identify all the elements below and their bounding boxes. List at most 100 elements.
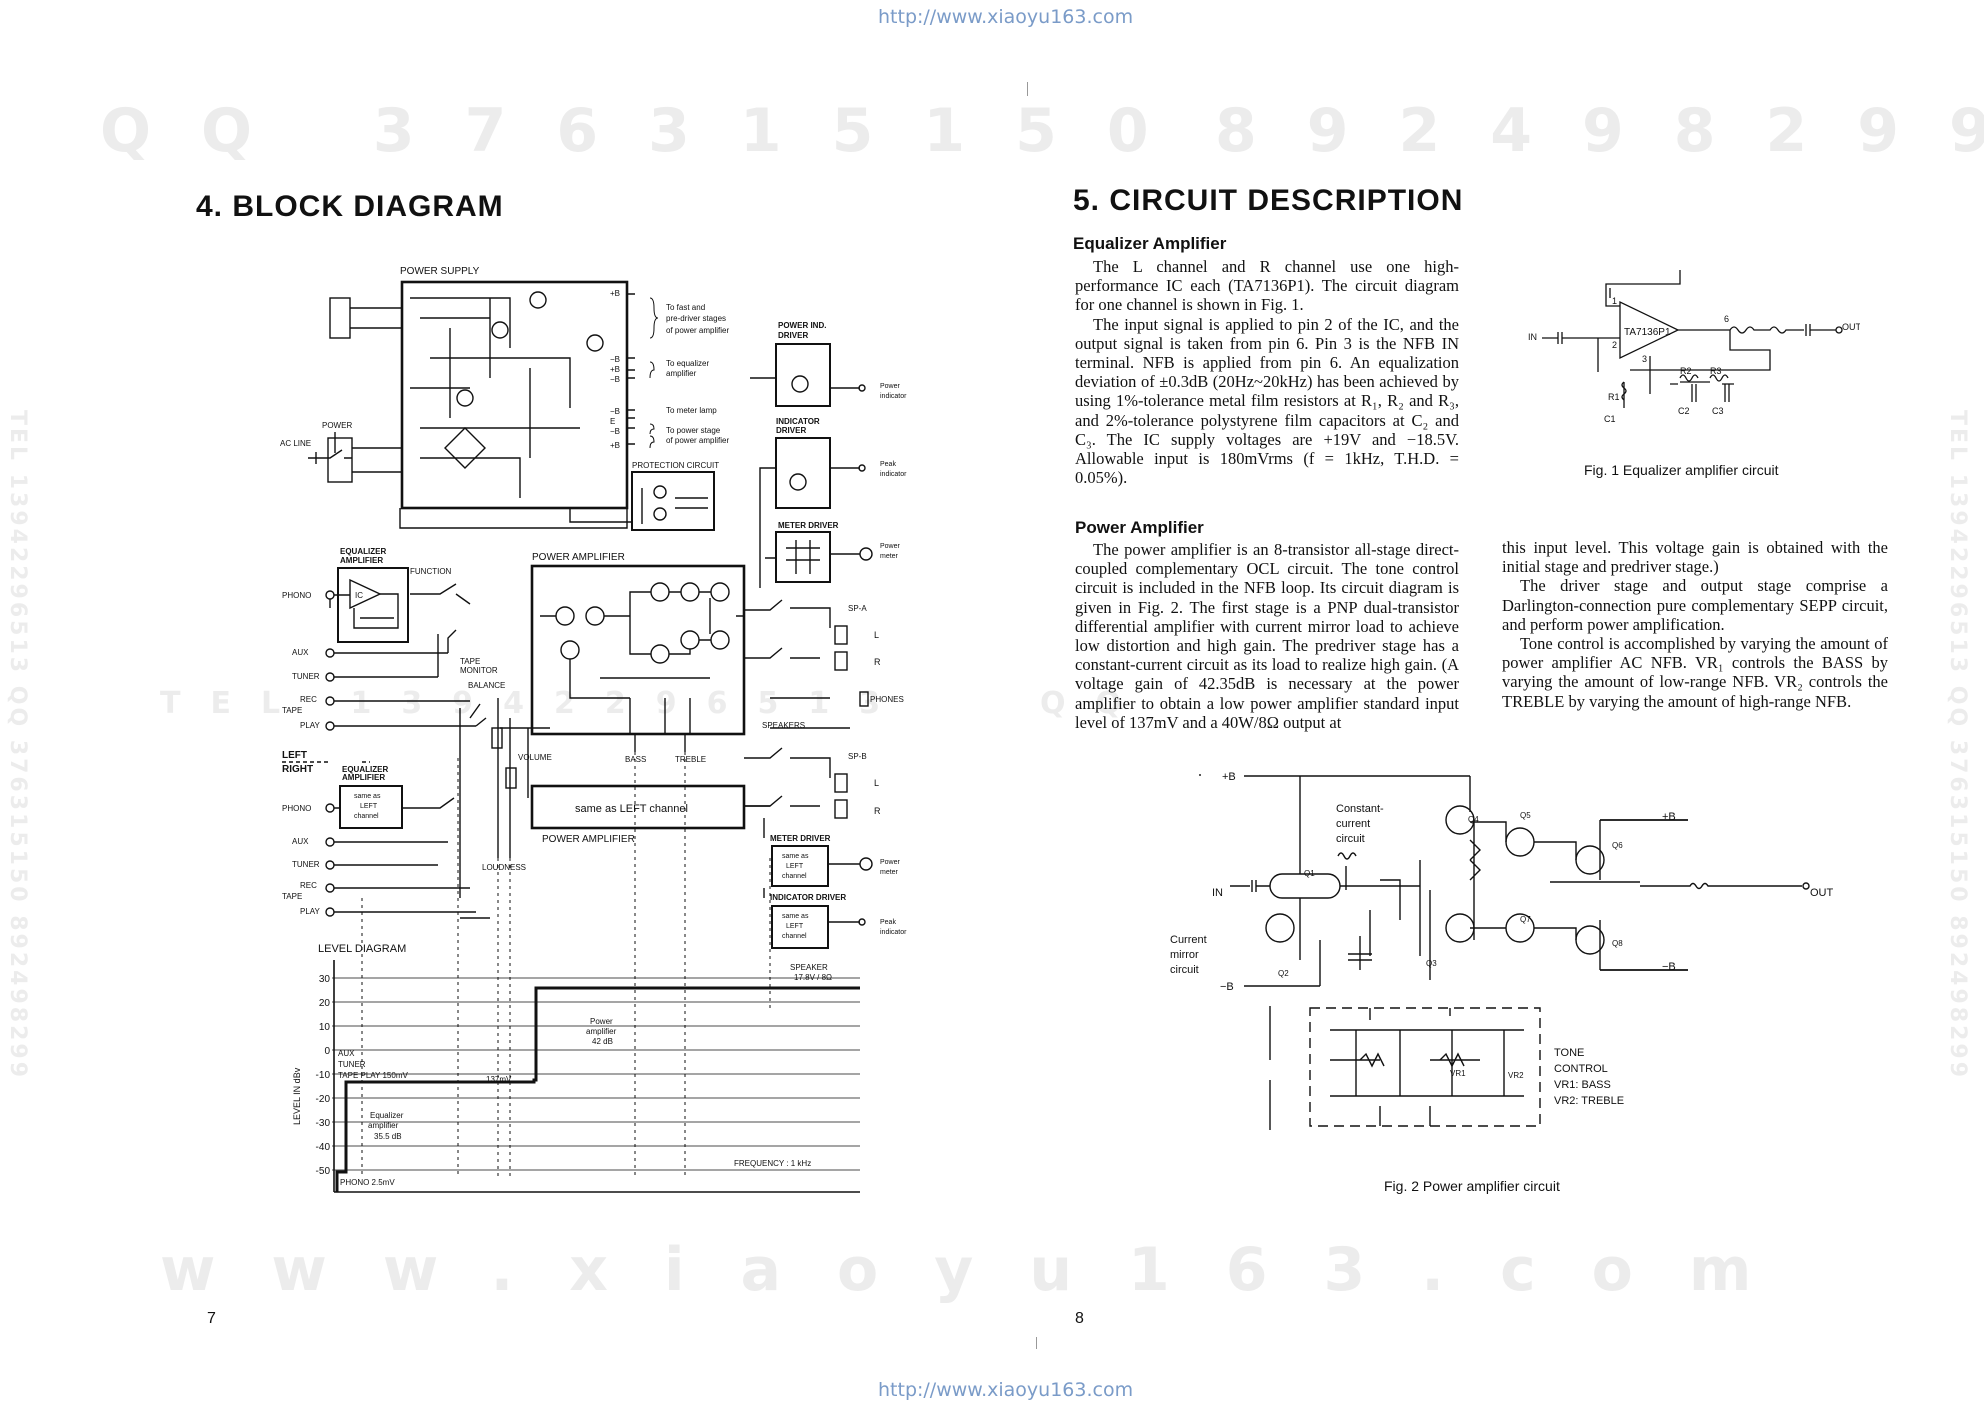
svg-text:LEFT: LEFT: [786, 923, 804, 930]
watermark-side-right: TEL 13942296513 QQ 376315150 892498299: [1945, 410, 1970, 1081]
level-eq: Equalizer: [370, 1111, 404, 1120]
svg-text:same as: same as: [782, 853, 809, 860]
level-137mv: 137mV: [486, 1075, 512, 1084]
label-power-supply: POWER SUPPLY: [400, 266, 480, 277]
fig2-pb: +B: [1222, 771, 1236, 783]
label-phones: PHONES: [870, 695, 904, 704]
svg-text:Power: Power: [880, 859, 901, 866]
block-diagram-title: 4. BLOCK DIAGRAM: [196, 190, 504, 223]
level-phono: PHONO 2.5mV: [340, 1178, 395, 1187]
svg-text:R2: R2: [1680, 366, 1692, 376]
fig2-mb2: −B: [1662, 961, 1676, 973]
svg-text:LEFT: LEFT: [786, 863, 804, 870]
svg-text:amplifier: amplifier: [666, 369, 697, 378]
svg-text:channel: channel: [782, 933, 807, 940]
watermark-qq-left: QQ 376315150: [100, 96, 1199, 166]
eq-amp-text: The L channel and R channel use one high…: [1075, 257, 1459, 487]
svg-text:+B: +B: [610, 441, 620, 450]
pa-para-2: The driver stage and output stage compri…: [1502, 576, 1888, 634]
svg-text:DRIVER: DRIVER: [776, 426, 806, 435]
fig2-in: IN: [1212, 887, 1223, 899]
svg-text:current: current: [1336, 818, 1370, 830]
level-tick: 10: [319, 1022, 331, 1033]
svg-text:E: E: [610, 417, 615, 426]
svg-text:meter: meter: [880, 553, 899, 560]
label-power-amp: POWER AMPLIFIER: [532, 552, 625, 563]
svg-text:1: 1: [1612, 296, 1617, 306]
svg-text:indicator: indicator: [880, 393, 907, 400]
label-to-eq: To equalizer: [666, 359, 709, 368]
fig1-caption: Fig. 1 Equalizer amplifier circuit: [1584, 462, 1779, 478]
label-rec-b: REC: [300, 881, 317, 890]
svg-text:of power amplifier: of power amplifier: [666, 326, 729, 335]
label-eq-amp-b: EQUALIZER: [342, 765, 388, 774]
svg-text:circuit: circuit: [1336, 833, 1365, 845]
label-aux-b: AUX: [292, 837, 309, 846]
svg-text:VR2: TREBLE: VR2: TREBLE: [1554, 1095, 1624, 1107]
svg-text:−B: −B: [610, 355, 620, 364]
label-protection: PROTECTION CIRCUIT: [632, 461, 719, 470]
label-left: LEFT: [282, 750, 307, 761]
svg-text:indicator: indicator: [880, 471, 907, 478]
svg-text:6: 6: [1724, 314, 1729, 324]
svg-text:+B: +B: [610, 289, 620, 298]
svg-text:pre-driver stages: pre-driver stages: [666, 314, 726, 323]
svg-text:AMPLIFIER: AMPLIFIER: [340, 556, 383, 565]
label-speakers: SPEAKERS: [762, 721, 805, 730]
level-ylabel: LEVEL IN dBv: [292, 1067, 302, 1125]
label-aux: AUX: [292, 648, 309, 657]
svg-text:−B: −B: [610, 375, 620, 384]
fig2-mb: −B: [1220, 981, 1234, 993]
svg-text:meter: meter: [880, 869, 899, 876]
label-tape-monitor: TAPE: [460, 657, 480, 666]
watermark-tel-left: TEL 13942296513: [160, 686, 911, 721]
label-l2: L: [874, 778, 879, 788]
label-rec: REC: [300, 695, 317, 704]
label-l: L: [874, 630, 879, 640]
svg-text:channel: channel: [354, 813, 379, 820]
svg-text:−B: −B: [610, 427, 620, 436]
level-tick: 20: [319, 998, 331, 1009]
svg-text:mirror: mirror: [1170, 949, 1199, 961]
level-tick: -20: [316, 1094, 331, 1105]
fig1-ic-label: TA7136P1: [1624, 327, 1671, 338]
label-play: PLAY: [300, 721, 321, 730]
svg-text:MONITOR: MONITOR: [460, 666, 498, 675]
label-power-amp-b: POWER AMPLIFIER: [542, 834, 635, 845]
svg-text:17.8V / 8Ω: 17.8V / 8Ω: [794, 973, 832, 982]
pa-para-3: Tone control is accomplished by varying …: [1502, 634, 1888, 711]
label-phono-b: PHONO: [282, 804, 311, 813]
label-peak-indicator: Peak: [880, 461, 896, 468]
label-eq-amp: EQUALIZER: [340, 547, 386, 556]
svg-text:AMPLIFIER: AMPLIFIER: [342, 773, 385, 782]
power-amp-heading: Power Amplifier: [1075, 518, 1204, 537]
label-same-as: same as: [354, 793, 381, 800]
label-same-as-left: same as LEFT channel: [575, 803, 688, 815]
svg-text:Peak: Peak: [880, 919, 896, 926]
label-loudness: LOUDNESS: [482, 863, 526, 872]
svg-text:C1: C1: [1604, 414, 1616, 424]
watermark-tel-right: QQ: [1040, 686, 1152, 721]
svg-text:Q7: Q7: [1520, 915, 1531, 924]
level-tape: TAPE PLAY 150mV: [338, 1071, 408, 1080]
label-power-meter: Power: [880, 543, 901, 550]
svg-text:amplifier: amplifier: [368, 1121, 399, 1130]
pa-para-1: The power amplifier is an 8-transistor a…: [1075, 540, 1459, 732]
svg-text:3: 3: [1642, 354, 1647, 364]
svg-text:2: 2: [1612, 340, 1617, 350]
power-amp-text-col2: this input level. This voltage gain is o…: [1502, 538, 1888, 711]
label-phono: PHONO: [282, 591, 311, 600]
svg-text:CONTROL: CONTROL: [1554, 1063, 1608, 1075]
svg-text:VR1: BASS: VR1: BASS: [1554, 1079, 1611, 1091]
svg-text:Q6: Q6: [1612, 841, 1623, 850]
gutter-mark-bottom: [1036, 1337, 1037, 1349]
label-ac-line: AC LINE: [280, 439, 311, 448]
label-balance: BALANCE: [468, 681, 505, 690]
label-to-fast: To fast and: [666, 303, 705, 312]
level-speaker: SPEAKER: [790, 963, 828, 972]
circuit-description-title: 5. CIRCUIT DESCRIPTION: [1073, 184, 1464, 217]
label-bass: BASS: [625, 755, 646, 764]
svg-text:DRIVER: DRIVER: [778, 331, 808, 340]
svg-text:VR1: VR1: [1450, 1069, 1466, 1078]
label-play-b: PLAY: [300, 907, 321, 916]
